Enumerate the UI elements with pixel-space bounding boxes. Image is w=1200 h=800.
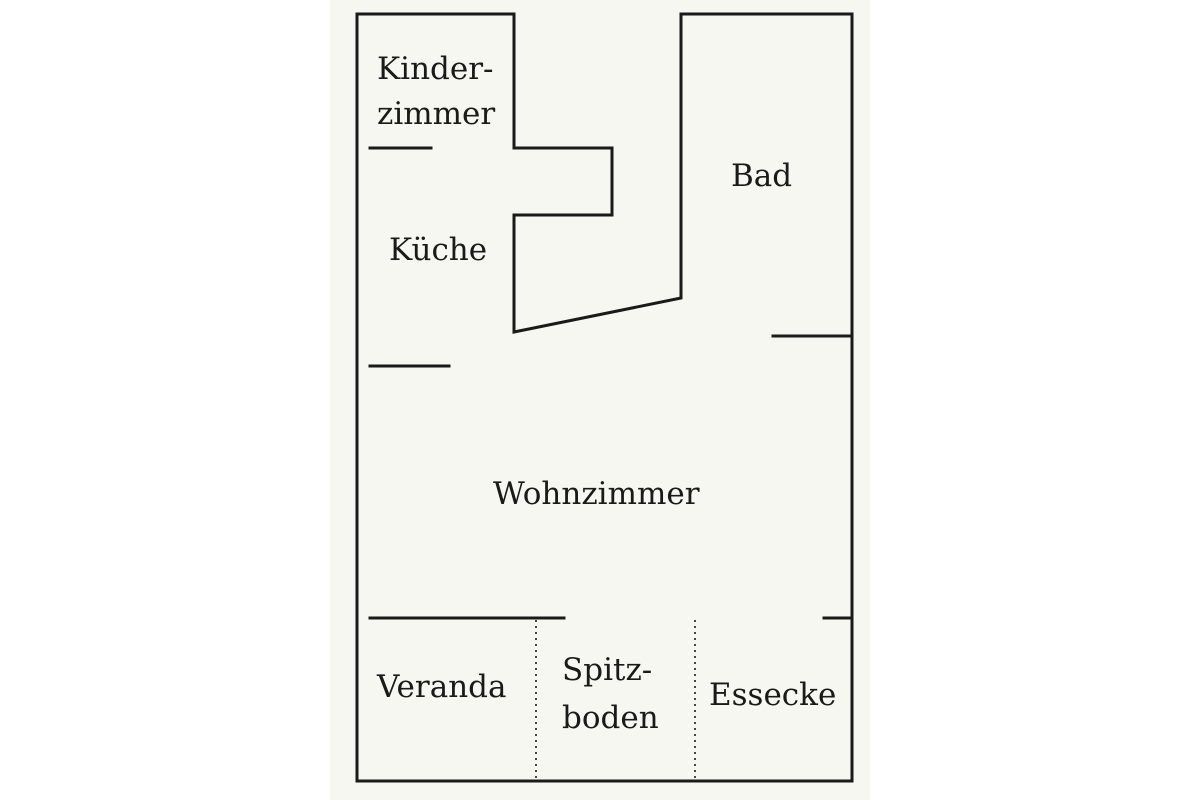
room-label-wohnzimmer: Wohnzimmer — [493, 476, 700, 512]
room-label-spitzboden-line2: boden — [562, 700, 659, 736]
room-label-kinderzimmer-line2: zimmer — [377, 96, 495, 132]
outer-walls — [355, 12, 854, 783]
dotted-dividers — [535, 620, 696, 780]
room-label-essecke: Essecke — [709, 677, 836, 713]
room-label-veranda: Veranda — [376, 669, 506, 705]
interior-walls — [368, 12, 854, 620]
floorplan-paper — [330, 0, 870, 800]
room-labels: Kinder- zimmer Küche Bad Wohnzimmer Vera… — [376, 51, 836, 736]
room-label-bad: Bad — [731, 158, 792, 194]
room-label-kueche: Küche — [389, 232, 487, 268]
room-label-spitzboden-line1: Spitz- — [562, 652, 652, 688]
west-wall — [355, 12, 854, 783]
room-label-kinderzimmer-line1: Kinder- — [377, 51, 494, 87]
kitchen-east-wall — [512, 12, 683, 334]
